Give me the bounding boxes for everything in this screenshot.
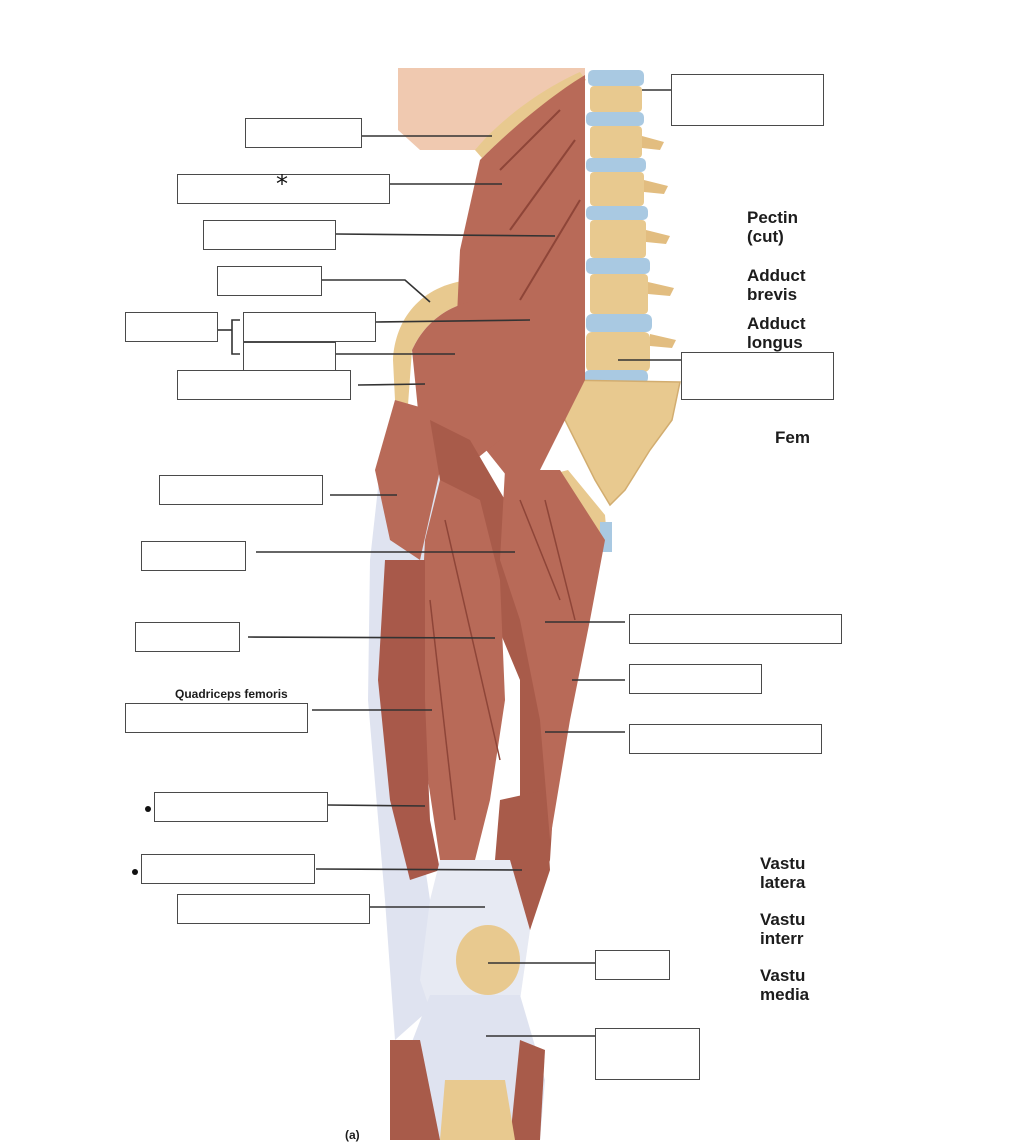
label-box-11[interactable] (135, 622, 240, 652)
side-label-vastus-intermedius: Vastu interr (760, 910, 806, 948)
figure-label: (a) (345, 1128, 360, 1142)
leader-lines (218, 89, 682, 1037)
label-box-12[interactable] (125, 703, 308, 733)
side-label-adductor-brevis: Adduct brevis (747, 266, 806, 304)
vastus-lateralis-muscle (378, 560, 440, 880)
label-box-20[interactable] (629, 724, 822, 754)
label-box-22[interactable] (595, 1028, 700, 1080)
label-box-6[interactable] (243, 312, 376, 342)
rectus-femoris-muscle (420, 480, 505, 880)
adductor-muscles (500, 470, 605, 840)
lumbar-spine (559, 70, 681, 507)
side-label-pectineus: Pectin (cut) (747, 208, 799, 246)
side-label-adductor-longus: Adduct longus (747, 314, 806, 352)
quadriceps-femoris-caption: Quadriceps femoris (175, 687, 288, 701)
label-box-9[interactable] (159, 475, 323, 505)
label-box-21[interactable] (595, 950, 670, 980)
label-box-14[interactable] (141, 854, 315, 884)
patella (456, 925, 520, 995)
label-box-17[interactable] (681, 352, 834, 400)
bullet-marker-2 (132, 869, 138, 875)
label-box-19[interactable] (629, 664, 762, 694)
tensor-fasciae-latae-muscle (375, 400, 440, 560)
side-label-vastus-medialis: Vastu media (760, 966, 810, 1004)
asterisk-marker: * (276, 170, 288, 198)
label-box-8[interactable] (177, 370, 351, 400)
side-label-vastus-lateralis: Vastu latera (760, 854, 806, 892)
label-box-18[interactable] (629, 614, 842, 644)
label-box-1[interactable] (245, 118, 362, 148)
label-box-2[interactable] (177, 174, 390, 204)
label-box-15[interactable] (177, 894, 370, 924)
side-label-femur: Fem (775, 428, 810, 447)
tibia-head (440, 1080, 515, 1140)
label-box-5[interactable] (125, 312, 218, 342)
label-box-4[interactable] (217, 266, 322, 296)
label-box-7[interactable] (243, 342, 336, 372)
label-box-16[interactable] (671, 74, 824, 126)
label-box-3[interactable] (203, 220, 336, 250)
label-box-10[interactable] (141, 541, 246, 571)
label-box-13[interactable] (154, 792, 328, 822)
iliac-crest (393, 279, 525, 405)
bullet-marker-1 (145, 806, 151, 812)
lower-leg-muscle (390, 1040, 440, 1140)
